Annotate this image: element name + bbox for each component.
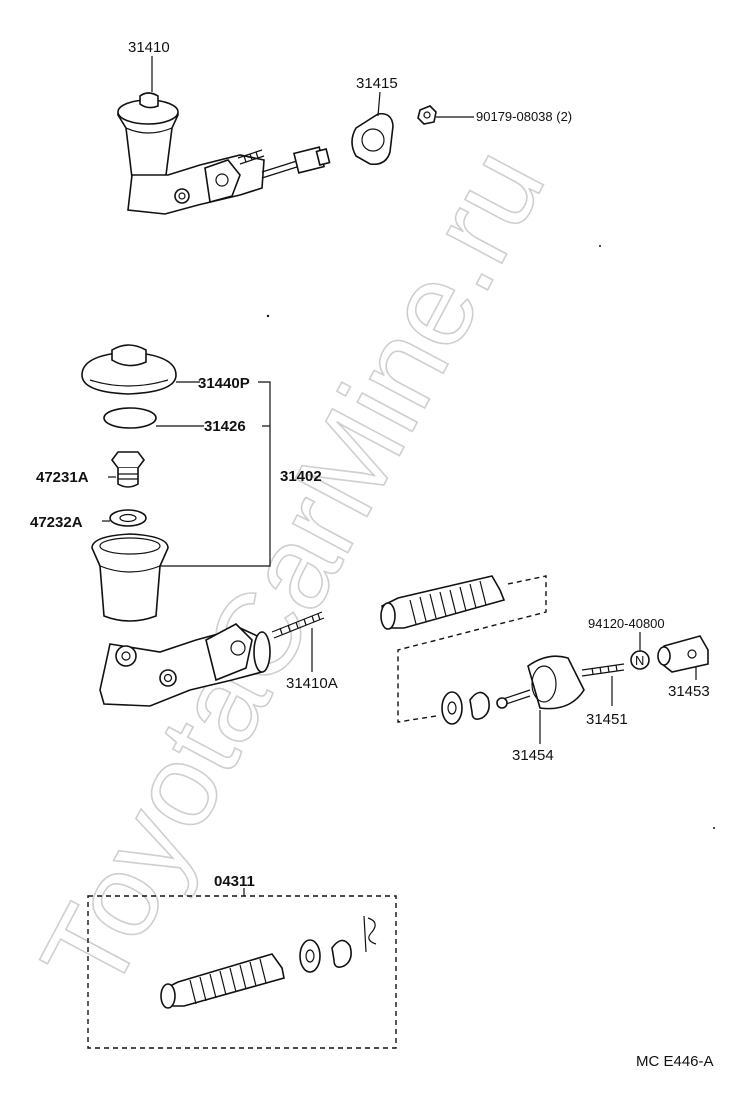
diaphragm	[103, 407, 157, 429]
gasket-31415	[351, 112, 394, 166]
label-47232A: 47232A	[30, 514, 83, 531]
nut-mark: N	[635, 653, 644, 668]
kit-washer	[299, 939, 321, 973]
label-31410A-text: 31410A	[286, 675, 338, 692]
grommet	[109, 509, 147, 527]
reservoir	[91, 533, 169, 622]
reservoir-cap	[81, 344, 177, 395]
label-31426: 31426	[204, 418, 246, 435]
watermark: ToyotaCarMine.ru	[16, 128, 570, 1012]
stud-bolt	[271, 611, 325, 639]
push-rod-31451	[581, 663, 625, 677]
union-plug	[111, 451, 145, 488]
snap-ring	[469, 691, 490, 720]
label-31410: 31410	[128, 39, 170, 56]
master-cylinder-assembly	[117, 92, 331, 215]
group-bracket-31402	[160, 381, 271, 567]
kit-snap-ring	[331, 939, 352, 968]
label-04311: 04311	[214, 873, 255, 890]
boot	[527, 655, 585, 710]
label-31454: 31454	[512, 747, 554, 764]
clevis	[657, 635, 709, 673]
label-47231A: 47231A	[36, 469, 89, 486]
kit-clip	[363, 915, 377, 953]
cylinder-body	[99, 623, 271, 707]
kit-box-04311	[87, 895, 397, 1049]
washer	[441, 691, 463, 725]
label-31415: 31415	[356, 75, 398, 92]
label-31451: 31451	[586, 711, 628, 728]
label-90179-08038: 90179-08038 (2)	[476, 109, 572, 124]
diagram-code: MC E446-A	[636, 1053, 714, 1070]
piston-spring	[380, 575, 506, 630]
group-dashed-box-31454	[397, 575, 547, 723]
label-94120-40800: 94120-40800	[588, 616, 665, 631]
label-31440P: 31440P	[198, 375, 250, 392]
kit-piston	[160, 953, 285, 1009]
label-31402: 31402	[280, 468, 322, 485]
nut-90179	[417, 105, 474, 125]
label-31453: 31453	[668, 683, 710, 700]
